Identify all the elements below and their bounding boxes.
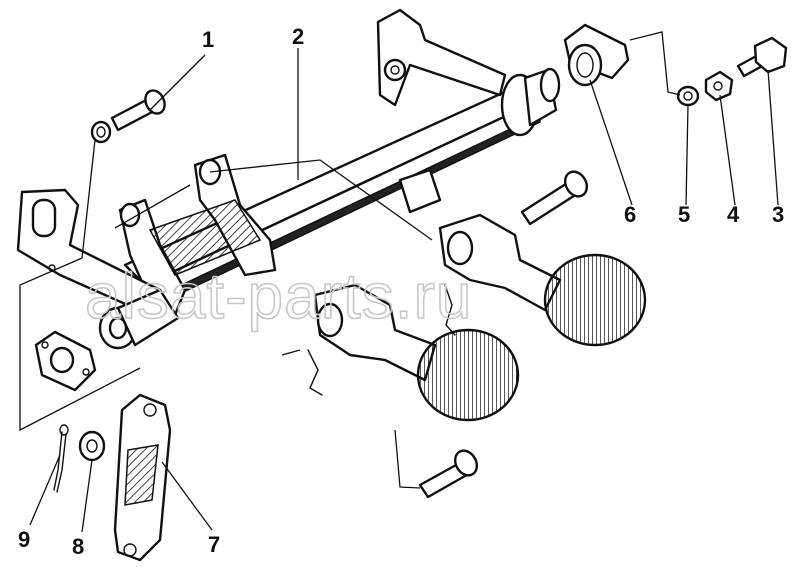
leader-lines (29, 48, 779, 533)
cotter-pin-part-9 (53, 424, 69, 493)
cotter-pin-center (444, 284, 456, 336)
clevis-pin-upper (520, 170, 589, 226)
callout-3: 3 (772, 202, 784, 227)
washer-part-8 (78, 430, 106, 462)
callout-5: 5 (678, 202, 690, 227)
watermark-text: alsat-parts.ru (85, 260, 472, 332)
washer-part-5 (676, 85, 700, 107)
callout-9: 9 (18, 527, 30, 552)
callout-1: 1 (202, 27, 214, 52)
cotter-pin-left (307, 349, 323, 396)
callout-2: 2 (292, 24, 304, 49)
shaft-assembly-part-2 (16, 8, 561, 350)
flange-plate-left (34, 330, 97, 392)
callout-7: 7 (208, 532, 220, 557)
link-rod-part-7 (113, 393, 172, 562)
nut-part-4 (704, 70, 734, 102)
pedal-left (313, 283, 520, 422)
assembly-guide-lines (19, 31, 681, 489)
bolt-part-1 (90, 89, 166, 144)
pedal-right (438, 213, 647, 347)
callout-8: 8 (72, 534, 84, 559)
clevis-pin-lower (418, 449, 479, 499)
callout-4: 4 (727, 202, 740, 227)
bolt-part-3 (736, 36, 788, 78)
flange-bushing-part-6 (563, 23, 630, 87)
callout-6: 6 (624, 202, 636, 227)
